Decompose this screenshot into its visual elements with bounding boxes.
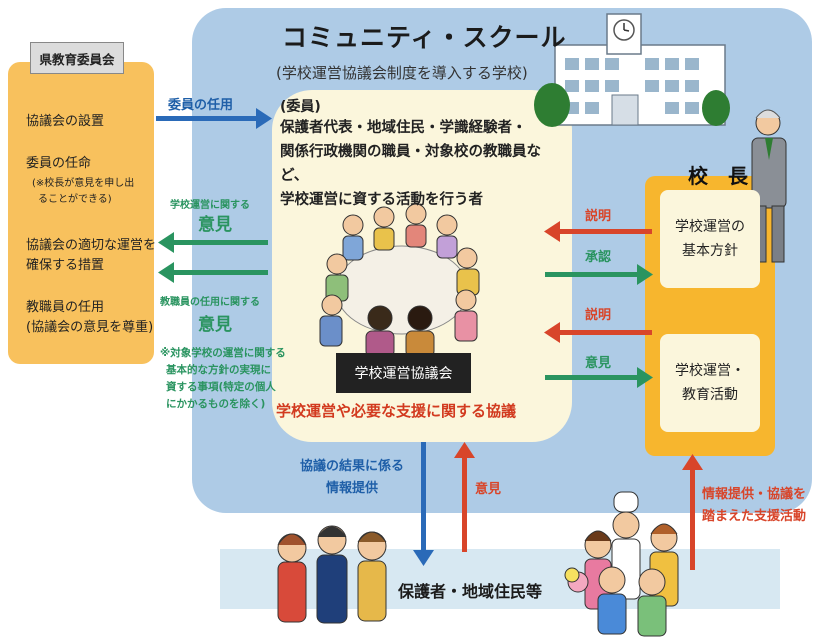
opinion-note-line: 基本的な方針の実現に xyxy=(166,364,271,376)
opinion-note-line: にかかるものを除く) xyxy=(166,398,266,410)
arrow-opinion-up xyxy=(454,442,475,552)
council-meeting-illustration xyxy=(319,203,480,358)
arrow-opinion-staff xyxy=(158,262,268,283)
pref-item-staff: 教職員の任用 xyxy=(26,300,105,315)
arrow-explain-1 xyxy=(544,221,652,242)
arrow-explain-2 xyxy=(544,322,652,343)
school-building-icon xyxy=(534,13,730,127)
info-line: 協議の結果に係る xyxy=(300,459,405,474)
arrow-opinion-ops xyxy=(158,232,268,253)
activities-line: 学校運営・ xyxy=(675,363,745,379)
arrow-appoint xyxy=(156,108,272,129)
policy-line: 学校運営の xyxy=(675,219,745,235)
principal-policy-box: 学校運営の 基本方針 xyxy=(660,190,760,288)
members-line: 保護者代表・地域住民・学識経験者・ xyxy=(280,120,527,136)
school-title: コミュニティ・スクール xyxy=(282,23,567,52)
opinion-note-line: ※対象学校の運営に関する xyxy=(160,347,286,359)
pref-item-measure: 協議会の適切な運営を xyxy=(26,238,157,253)
pref-item-appoint: 委員の任命 xyxy=(26,156,92,171)
community-band xyxy=(220,549,780,609)
school-subtitle: (学校運営協議会制度を導入する学校) xyxy=(276,64,528,82)
label-opinion-ops: 意見 xyxy=(198,215,232,235)
label-appoint: 委員の任用 xyxy=(168,98,234,113)
arrow-opinion-right xyxy=(545,367,653,388)
label-info: 協議の結果に係る 情報提供 xyxy=(300,456,404,500)
members-line: 学校運営に資する活動を行う者 xyxy=(280,192,483,208)
arrow-info-down xyxy=(413,442,434,566)
principal-activities-box: 学校運営・ 教育活動 xyxy=(660,334,760,432)
label-opinion-ops-small: 学校運営に関する xyxy=(170,200,250,211)
label-support: 情報提供・協議を 踏まえた支援活動 xyxy=(702,484,806,528)
council-discussion: 学校運営や必要な支援に関する協議 xyxy=(276,402,517,420)
arrow-approve xyxy=(545,264,653,285)
label-opinion-up: 意見 xyxy=(475,482,502,497)
pref-item-note-cont: ることができる) xyxy=(38,194,112,205)
community-label: 保護者・地域住民等 xyxy=(398,582,543,601)
support-line: 情報提供・協議を xyxy=(702,487,807,502)
arrow-support-up xyxy=(682,454,703,570)
principal-title: 校 長 xyxy=(688,164,748,188)
pref-item-setup: 協議会の設置 xyxy=(26,114,105,129)
community-people-left-illustration xyxy=(277,525,387,624)
support-line: 踏まえた支援活動 xyxy=(702,509,807,524)
label-opinion-right: 意見 xyxy=(585,356,612,371)
members-description: (委員) 保護者代表・地域住民・学識経験者・ 関係行政機関の職員・対象校の教職員… xyxy=(280,96,550,212)
community-people-right-illustration xyxy=(564,491,679,637)
council-label: 学校運営協議会 xyxy=(336,353,471,393)
prefecture-box xyxy=(8,62,154,364)
members-line: 関係行政機関の職員・対象校の教職員など、 xyxy=(280,144,541,184)
policy-line: 基本方針 xyxy=(682,243,738,259)
label-opinion-staff-small: 教職員の任用に関する xyxy=(160,297,260,308)
label-opinion-staff: 意見 xyxy=(198,315,232,335)
label-approve: 承認 xyxy=(585,250,612,265)
pref-item-measure-cont: 確保する措置 xyxy=(26,258,105,273)
members-heading: (委員) xyxy=(280,99,321,115)
pref-item-staff-cont: (協議会の意見を尊重) xyxy=(26,320,154,335)
opinion-note: ※対象学校の運営に関する 基本的な方針の実現に 資する事項(特定の個人 にかかる… xyxy=(160,345,286,413)
pref-item-note: (※校長が意見を申し出 xyxy=(32,178,135,189)
label-explain-2: 説明 xyxy=(585,308,612,323)
activities-line: 教育活動 xyxy=(682,387,738,403)
prefecture-tag: 県教育委員会 xyxy=(30,42,124,74)
label-explain-1: 説明 xyxy=(585,209,612,224)
opinion-note-line: 資する事項(特定の個人 xyxy=(166,381,276,393)
info-line: 情報提供 xyxy=(326,481,379,496)
